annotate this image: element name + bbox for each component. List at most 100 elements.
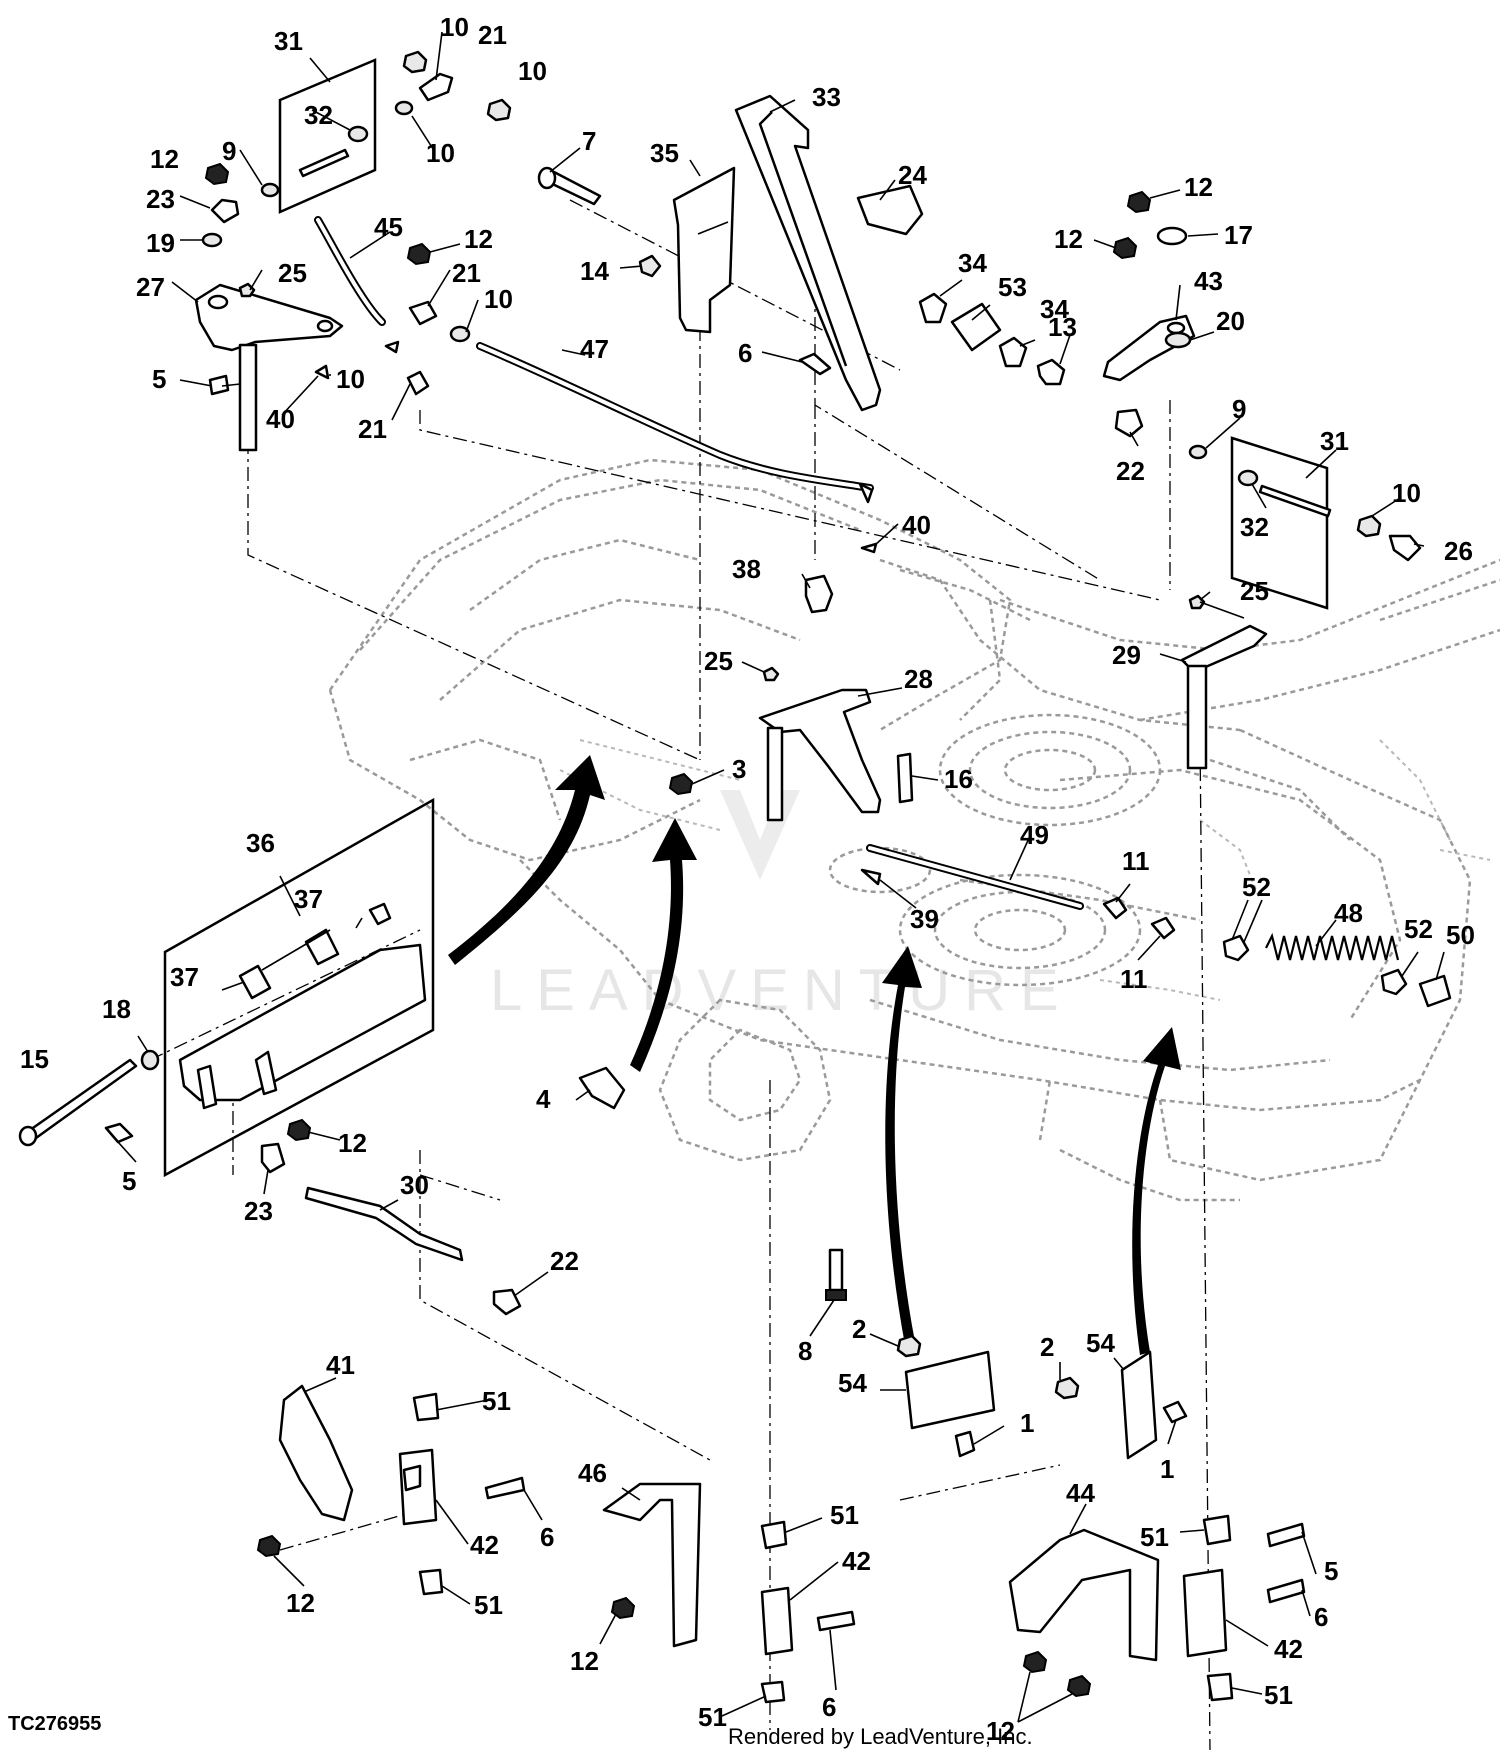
callout: 40 [266,404,295,434]
bolt-25b [762,666,780,682]
callout: 4 [536,1084,551,1114]
rod-31b [1258,484,1332,518]
clip-39 [860,868,882,886]
cup-52b [1380,968,1408,996]
callout: 9 [1232,394,1246,424]
subassembly-boxes [163,58,1329,1178]
bushing-38 [804,574,834,614]
nut-8 [825,1289,847,1301]
render-credit: Rendered by LeadVenture, Inc. [728,1724,1033,1749]
hinge-42b [760,1586,794,1656]
shield-46 [602,1482,702,1648]
callout: 53 [998,272,1027,302]
ball-joint-26 [1388,534,1422,562]
bolt-16 [896,752,914,804]
callout: 44 [1066,1478,1095,1508]
bolt-14 [638,254,662,278]
callout: 32 [1240,512,1269,542]
nut-10b [486,98,512,122]
callout: 50 [1446,920,1475,950]
bushing-51b [418,1568,444,1596]
callout: 6 [1314,1602,1328,1632]
callout: 34 [958,248,987,278]
callout: 2 [852,1314,866,1344]
callout: 21 [478,20,507,50]
callout: 12 [1184,172,1213,202]
clip-4 [578,1066,626,1110]
pin-50 [1418,974,1452,1008]
callout: 27 [136,272,165,302]
callout: 10 [1392,478,1421,508]
callout: 28 [904,664,933,694]
watermark-text: LEADVENTURE [490,958,1073,1023]
rod-30 [304,1186,464,1262]
callout: 7 [582,126,596,156]
callout: 43 [1194,266,1223,296]
bellcrank-28 [758,688,882,814]
callout: 2 [1040,1332,1054,1362]
callout: 51 [482,1386,511,1416]
plate-54a [904,1350,996,1430]
bolt-6d [1266,1578,1306,1604]
bushing-11b [1150,916,1176,940]
callout: 40 [902,510,931,540]
callout: 51 [698,1702,727,1732]
bushing-34a [918,292,948,324]
callout: 11 [1122,846,1150,876]
bracket-35 [672,166,736,334]
callout: 54 [838,1368,867,1398]
callout: 10 [440,12,469,42]
bushing-11a [1102,896,1128,920]
callout: 37 [170,962,199,992]
callout: 6 [738,338,752,368]
nut-12d [1112,236,1138,260]
bolt-5c [1266,1522,1306,1548]
bolt-5b [104,1122,134,1144]
callout: 17 [1224,220,1253,250]
plate-54b [1120,1350,1158,1460]
washer-32a [347,125,369,143]
callout: 30 [400,1170,429,1200]
bushing-51a [412,1392,440,1422]
callout: 24 [898,160,927,190]
callout: 12 [986,1716,1015,1746]
bolt-5a [208,374,230,396]
callout: 3 [732,754,746,784]
callout: 51 [474,1590,503,1620]
callout: 31 [1320,426,1349,456]
callout: 25 [1240,576,1269,606]
box-31-left [278,58,377,214]
bolt-6b [484,1476,526,1500]
callout: 12 [286,1588,315,1618]
callout: 23 [146,184,175,214]
shield-44 [1008,1528,1160,1662]
callout: 47 [580,334,609,364]
callout: 11 [1120,964,1148,994]
callout: 5 [1324,1556,1338,1586]
callout: 13 [1048,312,1077,342]
washer-17 [1156,226,1188,246]
callout: 42 [470,1530,499,1560]
callout: 23 [244,1196,273,1226]
mower-deck-outline [328,458,1500,1202]
washer-20 [1164,331,1192,349]
nut-3 [668,772,694,796]
figure-reference: TC276955 [8,1713,101,1735]
ball-joint-21b [408,300,438,326]
callout: 29 [1112,640,1141,670]
rod-31a [298,148,350,178]
bolt-6c [816,1610,856,1632]
callout: 33 [812,82,841,112]
callout: 51 [1264,1680,1293,1710]
callout: 38 [732,554,761,584]
nut-12a [204,162,230,186]
parts [18,50,1452,1704]
callout: 31 [274,26,303,56]
callout: 42 [1274,1634,1303,1664]
callout: 22 [550,1246,579,1276]
shaft-28 [766,726,784,822]
callout: 16 [944,764,973,794]
ball-joint-23b [260,1142,286,1174]
callout: 45 [374,212,403,242]
nut-13 [1036,358,1066,386]
